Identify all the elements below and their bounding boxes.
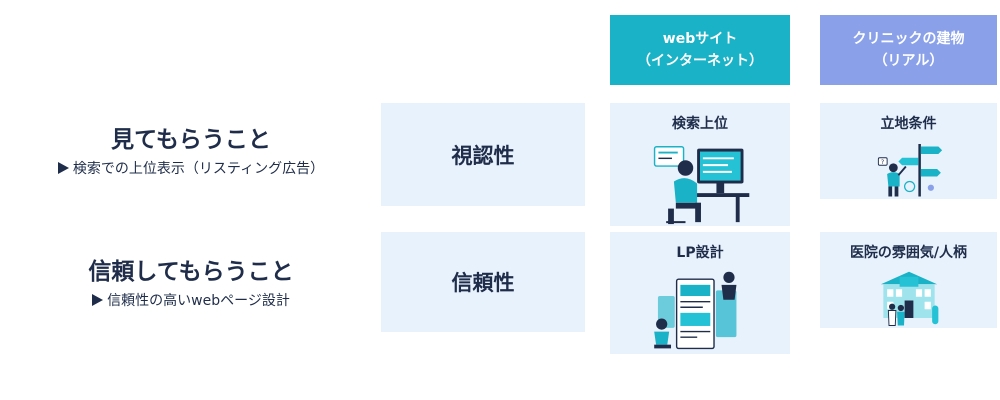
row2-category-label: 信頼性 [451, 271, 515, 295]
column-header-clinic-line1: クリニックの建物 [852, 31, 965, 47]
play-triangle-icon [92, 294, 104, 306]
row2-sub-label: 信頼性の高いwebページ設計 [107, 293, 290, 309]
column-header-clinic-line2: （リアル） [873, 53, 944, 69]
row2-category-cell: 信頼性 [381, 232, 585, 332]
play-triangle-icon [57, 162, 69, 174]
row1-category-cell: 視認性 [381, 103, 585, 206]
row1-web-cell: 検索上位 [610, 103, 790, 226]
row2-main-text: 信頼してもらうこと [88, 259, 294, 285]
row1-sub-label: 検索での上位表示（リスティング広告） [72, 161, 325, 177]
row1-category-label: 視認性 [451, 143, 515, 168]
svg-text:?: ? [880, 159, 883, 166]
row1-description: 見てもらうこと 検索での上位表示（リスティング広告） [2, 120, 380, 178]
row2-description: 信頼してもらうこと 信頼性の高いwebページ設計 [2, 252, 380, 310]
person-at-computer-illustration [653, 146, 750, 225]
column-header-web: webサイト （インターネット） [610, 15, 790, 85]
column-header-clinic: クリニックの建物 （リアル） [820, 15, 997, 85]
landing-page-design-illustration [654, 271, 737, 350]
row1-main-text: 見てもらうこと [111, 127, 271, 153]
column-header-web-line1: webサイト [662, 31, 738, 47]
row2-web-title: LP設計 [676, 245, 724, 261]
row2-sub-text: 信頼性の高いwebページ設計 [2, 290, 380, 310]
row2-web-cell: LP設計 [610, 232, 790, 354]
row2-clinic-cell: 医院の雰囲気/人柄 [820, 232, 997, 328]
row1-clinic-title: 立地条件 [880, 116, 937, 132]
person-at-signpost-illustration: ? [877, 144, 942, 197]
clinic-building-illustration [880, 271, 938, 326]
row1-clinic-cell: 立地条件 ? [820, 103, 997, 199]
row2-clinic-title: 医院の雰囲気/人柄 [849, 245, 968, 261]
row1-web-title: 検索上位 [672, 116, 728, 132]
column-header-web-line2: （インターネット） [637, 53, 763, 69]
row1-sub-text: 検索での上位表示（リスティング広告） [2, 158, 380, 178]
